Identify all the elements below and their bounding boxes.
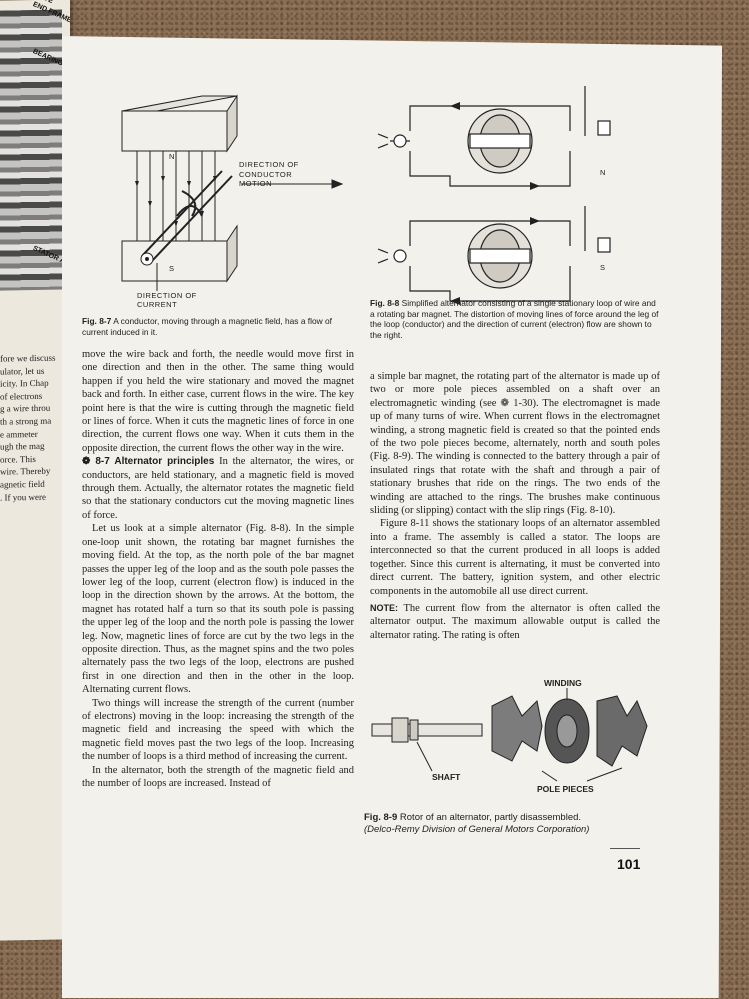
caption-text: Rotor of an alternator, partly disassemb… [399, 812, 582, 823]
paragraph: move the wire back and forth, the needle… [82, 349, 354, 454]
motion-label: CONDUCTOR [239, 170, 293, 179]
prev-line: th a strong ma [0, 415, 52, 427]
caption-source: (Delco-Remy Division of General Motors C… [364, 824, 590, 835]
north-pole-label: N [600, 168, 606, 177]
caption-number: Fig. 8-7 [82, 316, 112, 326]
figure-8-8-caption: Fig. 8-8 Simplified alternator consistin… [370, 298, 660, 340]
page-number: 101 [617, 856, 641, 872]
alternator-rotor-illustration [371, 688, 648, 782]
winding-label: WINDING [544, 678, 582, 688]
prev-line: ulator, let us [0, 365, 45, 377]
section-heading: ❁ 8-7 Alternator principles [82, 456, 215, 468]
figure-8-7: N S DIRECTION OF CONDUCTOR MOTION DIRECT… [82, 81, 352, 326]
prev-line: ugh the mag [0, 440, 45, 452]
caption-text: A conductor, moving through a magnetic f… [82, 316, 333, 337]
paragraph: Figure 8-11 shows the stationary loops o… [370, 518, 660, 597]
motion-label: MOTION [239, 179, 272, 188]
north-pole-label: N [169, 152, 175, 161]
prev-line: fore we discuss [0, 352, 56, 364]
note-label: NOTE: [370, 602, 398, 613]
prev-line: e ammeter [0, 428, 38, 440]
figure-8-9-caption: Fig. 8-9 Rotor of an alternator, partly … [364, 812, 664, 836]
prev-line: agnetic field [0, 478, 45, 490]
page-number-rule [610, 848, 640, 849]
paragraph: a simple bar magnet, the rotating part o… [370, 371, 660, 517]
note-text: The current flow from the alternator is … [370, 602, 660, 641]
right-text-column: a simple bar magnet, the rotating part o… [370, 370, 660, 642]
motion-label: DIRECTION OF [239, 160, 299, 169]
book-page: N S DIRECTION OF CONDUCTOR MOTION DIRECT… [62, 36, 722, 998]
south-pole-label: S [169, 264, 175, 273]
previous-page-text: fore we discuss ulator, let us icity. In… [0, 351, 70, 503]
figure-8-7-caption: Fig. 8-7 A conductor, moving through a m… [82, 316, 352, 337]
prev-line: orce. This [0, 453, 36, 465]
pole-pieces-label: POLE PIECES [537, 784, 594, 794]
caption-text: Simplified alternator consisting of a si… [370, 298, 659, 340]
shaft-label: SHAFT [432, 772, 461, 782]
prev-line: of electrons [0, 390, 43, 402]
prev-line: . If you were [0, 491, 46, 503]
south-pole-label: S [600, 263, 606, 272]
figure-8-8: N S [370, 76, 660, 311]
prev-line: g a wire throu [0, 403, 51, 414]
paragraph: In the alternator, the wires, or conduct… [82, 456, 354, 521]
paragraph: In the alternator, both the strength of … [82, 764, 354, 789]
magnetic-field-diagram [121, 94, 344, 291]
caption-number: Fig. 8-9 [364, 812, 398, 823]
left-text-column: move the wire back and forth, the needle… [82, 348, 354, 790]
paragraph: Two things will increase the strength of… [82, 697, 354, 763]
paragraph: Let us look at a simple alternator (Fig.… [82, 523, 354, 696]
caption-number: Fig. 8-8 [370, 298, 400, 308]
prev-line: wire. Thereby [0, 466, 51, 477]
current-label: DIRECTION OF [137, 291, 197, 300]
current-label: CURRENT [137, 300, 178, 309]
section-heading-text: 8-7 Alternator principles [95, 456, 215, 468]
previous-page-edge: DRIVE END FRAME BEARING STATOR ASSEMBLY … [0, 0, 70, 941]
simple-alternator-diagram [377, 86, 611, 305]
figure-8-9: WINDING SHAFT POLE PIECES [362, 676, 662, 801]
prev-line: icity. In Chap [0, 377, 49, 389]
